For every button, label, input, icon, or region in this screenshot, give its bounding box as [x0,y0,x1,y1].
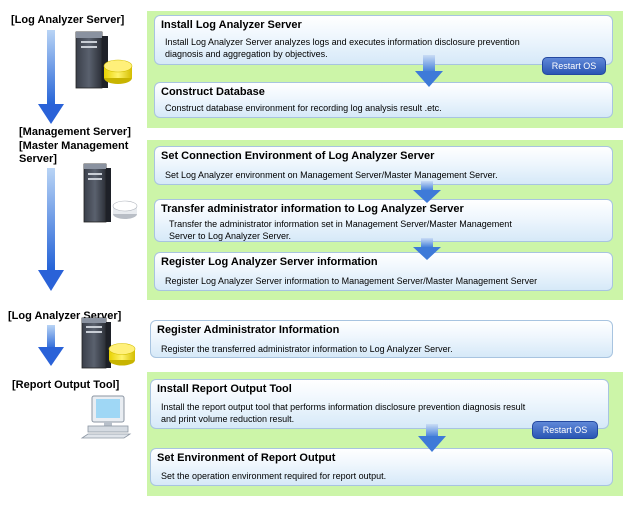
step-description: Construct database environment for recor… [165,103,442,113]
step-description: diagnosis and aggregation by objectives. [165,49,328,59]
step-arrow [413,181,441,203]
lane-arrow-2 [38,168,64,291]
restart-os-badge: Restart OS [532,421,598,439]
step-title: Set Environment of Report Output [157,452,336,464]
step-register-administrator-info: Register Administrator Information Regis… [150,320,613,358]
step-set-environment-report-output: Set Environment of Report Output Set the… [150,448,613,486]
management-server-icon [83,163,138,223]
restart-os-badge: Restart OS [542,57,606,75]
step-description: Register the transferred administrator i… [161,344,453,354]
step-title: Register Log Analyzer Server information [161,256,378,268]
step-description: and print volume reduction result. [161,414,295,424]
step-title: Install Log Analyzer Server [161,19,302,31]
step-install-report-output-tool: Install Report Output Tool Install the r… [150,379,609,429]
step-description: Server to Log Analyzer Server. [169,231,292,241]
step-arrow [418,424,446,452]
step-construct-database: Construct Database Construct database en… [154,82,613,118]
step-description: Register Log Analyzer Server information… [165,276,538,286]
label-management-server-line3: Server] [19,153,57,165]
step-set-connection-environment: Set Connection Environment of Log Analyz… [154,146,613,185]
server-with-disk-icon [81,317,136,369]
pc-icon [80,395,132,439]
step-description: Set Log Analyzer environment on Manageme… [165,170,498,180]
label-log-analyzer-server-1: [Log Analyzer Server] [11,14,125,26]
label-management-server-line2: [Master Management [19,140,129,152]
step-title: Register Administrator Information [157,324,340,336]
lane-arrow-3 [38,325,64,366]
step-arrow [415,55,443,87]
server-with-disk-icon [75,31,133,89]
label-report-output-tool: [Report Output Tool] [12,379,120,391]
step-arrow [413,238,441,260]
step-transfer-administrator-info: Transfer administrator information to Lo… [154,199,613,242]
step-description: Transfer the administrator information s… [169,219,512,229]
step-description: Set the operation environment required f… [161,471,387,481]
label-management-server-line1: [Management Server] [19,126,131,138]
step-register-log-analyzer-server-info: Register Log Analyzer Server information… [154,252,613,291]
step-title: Construct Database [161,86,265,98]
step-description: Install the report output tool that perf… [161,402,526,412]
step-title: Set Connection Environment of Log Analyz… [161,150,435,162]
step-description: Install Log Analyzer Server analyzes log… [165,37,520,47]
step-title: Transfer administrator information to Lo… [161,203,464,215]
step-install-log-analyzer-server: Install Log Analyzer Server Install Log … [154,15,613,65]
step-title: Install Report Output Tool [157,383,292,395]
lane-arrow-1 [38,30,64,124]
